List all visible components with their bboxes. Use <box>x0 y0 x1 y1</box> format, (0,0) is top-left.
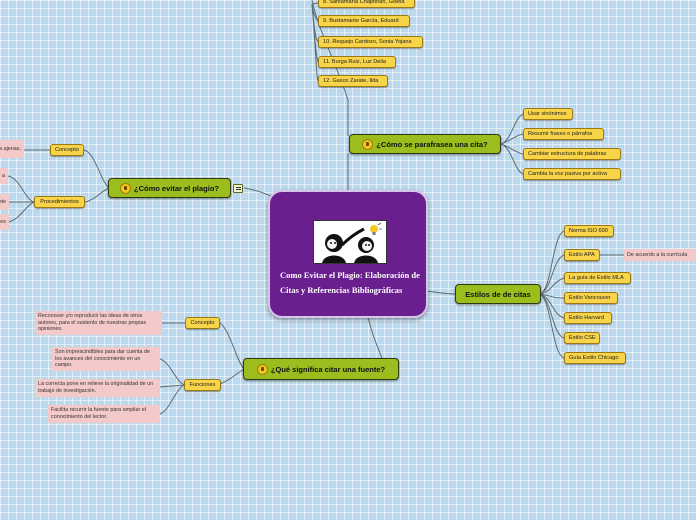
link-est-1 <box>539 230 565 295</box>
link-est-7 <box>539 293 565 359</box>
link-parafrasea-authors <box>311 0 349 136</box>
topic-label: ¿Qué significa citar una fuente? <box>270 364 386 374</box>
note-funcion: La correcta pone en relieve la originali… <box>35 379 160 397</box>
subtopic-concepto[interactable]: Concepto <box>50 144 84 156</box>
link-func-note2 <box>159 384 185 388</box>
note-procedimiento: nte <box>0 194 9 210</box>
subtopic-estilo[interactable]: Guía Estilo Chicago <box>564 352 626 364</box>
subtopic-concepto[interactable]: Concepto <box>185 317 220 329</box>
subtopic-estilo[interactable]: Norma ISO 690 <box>564 225 614 237</box>
note-apa: De acuerdo a la currícula <box>624 249 696 261</box>
note-procedimiento: a <box>0 168 8 184</box>
topic-label: ¿Cómo se parafrasea una cita? <box>376 139 488 149</box>
link-func-note3 <box>159 384 185 415</box>
subtopic-estilo[interactable]: Estilo Harvard <box>564 312 612 324</box>
topic-parafrasea[interactable]: ¿Cómo se parafrasea una cita? <box>349 134 501 154</box>
subtopic-estilo[interactable]: Estilo CSE <box>564 332 600 344</box>
link-proc-note3 <box>7 201 35 223</box>
subtopic-estilo[interactable]: Estilo Vancouver <box>564 292 618 304</box>
link-para-2 <box>500 133 524 145</box>
note-funcion: Son imprescindibles para dar cuenta de l… <box>52 347 160 371</box>
link-proc-note1 <box>7 175 35 203</box>
link-para-1 <box>500 113 524 145</box>
note-procedimiento: es <box>0 214 9 230</box>
topic-citar-fuente[interactable]: ¿Qué significa citar una fuente? <box>243 358 399 380</box>
link-est-2 <box>539 254 565 295</box>
note-concepto-plagio: a ajenas, <box>0 140 24 158</box>
topic-evitar-plagio[interactable]: ¿Cómo evitar el plagio? <box>108 178 231 198</box>
subtopic-estructura[interactable]: Cambiar estructura de palabras <box>523 148 621 160</box>
central-node[interactable]: Como Evitar el Plagio: Elaboración de Ci… <box>268 190 428 318</box>
link-evitar-concepto <box>83 149 110 189</box>
subtopic-estilo[interactable]: Estilo APA <box>564 249 600 261</box>
link-func-note1 <box>159 358 185 386</box>
subtopic-voz-pasiva[interactable]: Cambia la voz pasiva por activa <box>523 168 621 180</box>
topic-label: ¿Cómo evitar el plagio? <box>133 183 219 193</box>
author-item[interactable]: 8. Santamaría Chapoñan, Gisela <box>318 0 415 8</box>
topic-label: Estilos de de citas <box>465 289 531 299</box>
link-para-4 <box>500 143 524 175</box>
link-est-4 <box>539 293 565 299</box>
link-evitar-proc <box>84 187 110 203</box>
subtopic-sinonimos[interactable]: Usar sinónimos <box>523 108 573 120</box>
lightbulb-icon <box>362 138 374 150</box>
author-item[interactable]: 12. Gasco Zarate, Ilda <box>318 75 388 87</box>
note-icon[interactable] <box>233 184 243 193</box>
lightbulb-icon <box>119 182 131 194</box>
topic-estilos-citas[interactable]: Estilos de de citas <box>455 284 541 304</box>
link-central-estilos <box>426 290 457 295</box>
link-authors-8 <box>311 2 319 5</box>
link-fuente-funciones <box>219 368 245 385</box>
link-fuente-concepto <box>219 322 245 370</box>
author-item[interactable]: 10. Requejo Cardozo, Sonia Yojana <box>318 36 423 48</box>
link-est-3 <box>539 277 565 295</box>
link-central-fuente <box>367 316 383 359</box>
subtopic-procedimientos[interactable]: Procedimientos <box>34 196 85 208</box>
note-concepto-fuente: Reconocer y/o reproducir las ideas de ot… <box>35 311 162 335</box>
subtopic-resumir[interactable]: Resumir frases o párrafos <box>523 128 604 140</box>
link-authors-12 <box>311 3 319 82</box>
author-item[interactable]: 11. Burga Ruiz, Luz Delia <box>318 56 396 68</box>
central-illustration <box>313 220 387 264</box>
central-title: Como Evitar el Plagio: Elaboración de Ci… <box>280 270 420 295</box>
lightbulb-icon <box>256 363 268 375</box>
subtopic-funciones[interactable]: Funciones <box>184 379 221 391</box>
author-item[interactable]: 9. Bustamante García, Eduard <box>318 15 410 27</box>
subtopic-estilo[interactable]: La guía de Estilo MLA <box>564 272 631 284</box>
note-funcion: Facilita recurrir la fuente para ampliar… <box>48 405 160 423</box>
